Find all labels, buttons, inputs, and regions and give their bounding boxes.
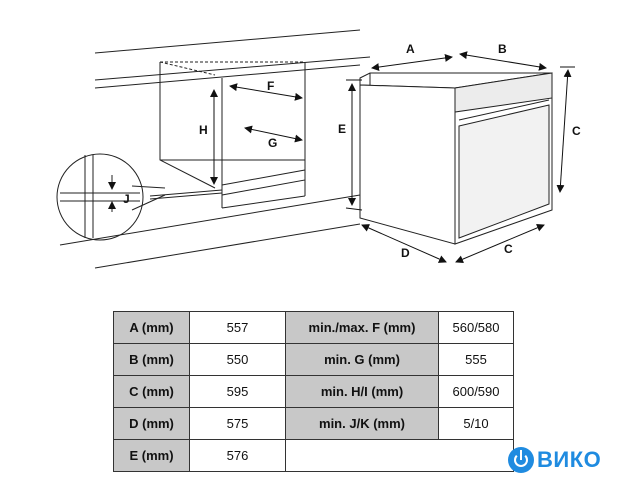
empty-cell (285, 439, 514, 472)
oven-drawing (359, 72, 553, 245)
table-row: A (mm) 557 min./max. F (mm) 560/580 (113, 311, 514, 344)
brand-logo[interactable]: ВИКО (508, 445, 601, 475)
dim-name: min. G (mm) (285, 343, 439, 376)
dimensions-table: A (mm) 557 min./max. F (mm) 560/580 B (m… (113, 311, 514, 472)
dim-name: D (mm) (113, 407, 190, 440)
dim-value: 595 (189, 375, 286, 408)
table-row: C (mm) 595 min. H/I (mm) 600/590 (113, 375, 514, 408)
oven-dimensions (345, 51, 575, 263)
dim-label-c-right: C (572, 124, 581, 138)
dim-name: min. J/K (mm) (285, 407, 439, 440)
dim-label-g: G (268, 136, 277, 150)
dim-name: E (mm) (113, 439, 190, 472)
dim-value: 600/590 (438, 375, 514, 408)
dim-name: B (mm) (113, 343, 190, 376)
dim-label-a: A (406, 42, 415, 56)
dim-label-h: H (199, 123, 208, 137)
dim-value: 575 (189, 407, 286, 440)
dim-label-e: E (338, 122, 346, 136)
dim-value: 576 (189, 439, 286, 472)
brand-name: ВИКО (537, 447, 602, 472)
dim-value: 560/580 (438, 311, 514, 344)
dim-name: C (mm) (113, 375, 190, 408)
dim-label-f: F (267, 79, 274, 93)
dim-value: 550 (189, 343, 286, 376)
dim-label-b: B (498, 42, 507, 56)
dim-label-c-bottom: C (504, 242, 513, 256)
dim-name: A (mm) (113, 311, 190, 344)
table-row: E (mm) 576 (113, 439, 514, 472)
dim-value: 557 (189, 311, 286, 344)
zoom-detail (56, 153, 166, 241)
installation-diagram: A B C C D E F G H J (56, 29, 581, 269)
power-icon (508, 447, 534, 473)
dim-name: min. H/I (mm) (285, 375, 439, 408)
cabinet-drawing (59, 29, 371, 269)
dim-name: min./max. F (mm) (285, 311, 439, 344)
dim-value: 5/10 (438, 407, 514, 440)
cabinet-dimensions (210, 83, 303, 185)
table-row: B (mm) 550 min. G (mm) 555 (113, 343, 514, 376)
dim-label-d: D (401, 246, 410, 260)
dim-value: 555 (438, 343, 514, 376)
table-row: D (mm) 575 min. J/K (mm) 5/10 (113, 407, 514, 440)
dim-label-j: J (123, 192, 130, 206)
